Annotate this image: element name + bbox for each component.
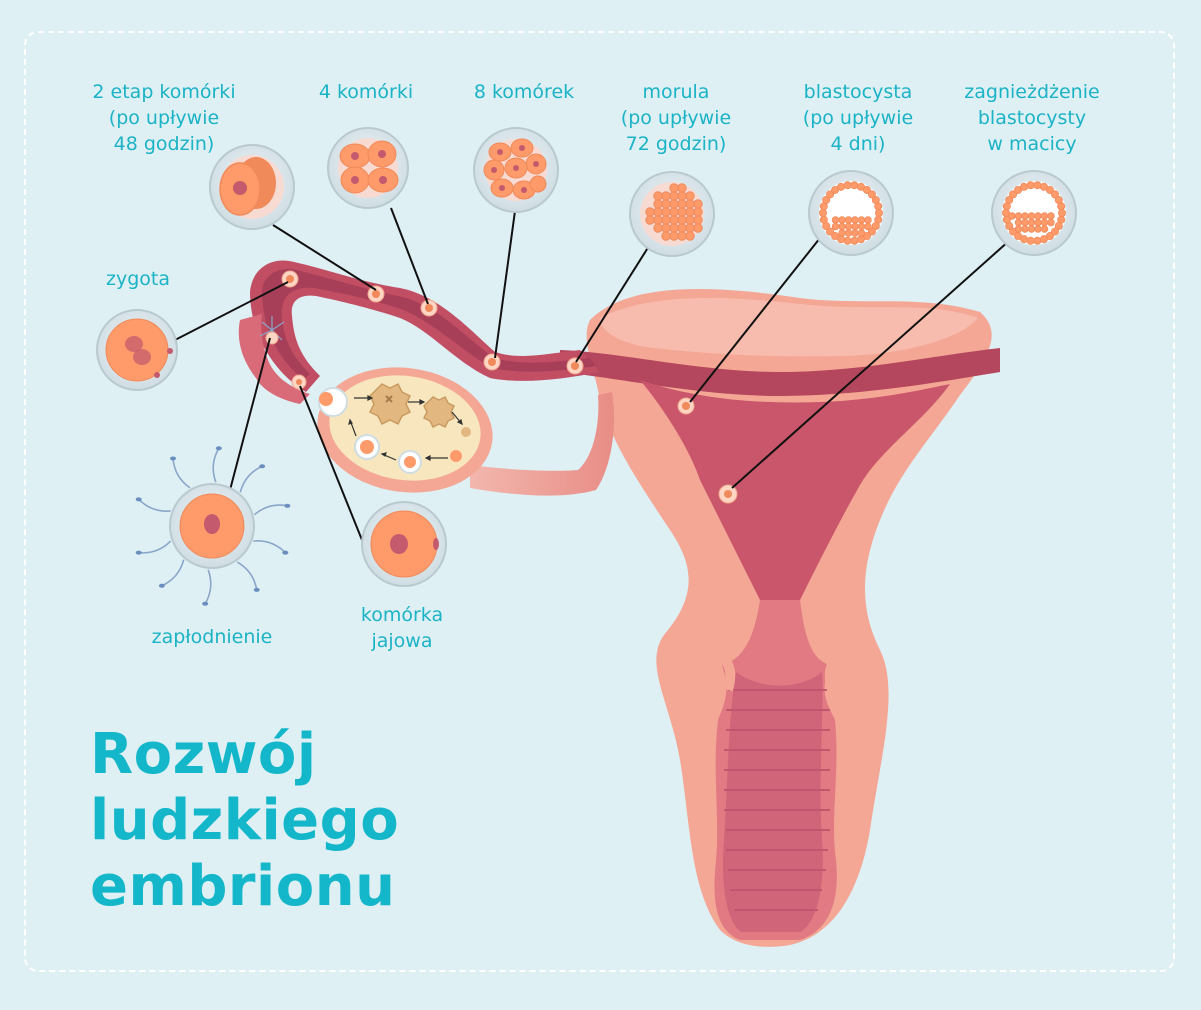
blastocyst-callout	[809, 171, 893, 255]
egg-cell-callout	[362, 502, 446, 586]
label-morula: morula (po upływie 72 godzin)	[596, 79, 756, 157]
zygote-callout	[97, 310, 177, 390]
eight-cell-callout	[474, 128, 558, 212]
implantation-callout	[992, 171, 1076, 255]
label-zygote: zygota	[88, 266, 188, 292]
page-title: Rozwój ludzkiego embrionu	[90, 722, 399, 920]
label-egg-cell: komórka jajowa	[346, 602, 458, 654]
label-fertilization: zapłodnienie	[130, 624, 294, 650]
label-eight-cell: 8 komórek	[454, 79, 594, 105]
morula-callout	[630, 172, 714, 256]
four-cell-callout	[328, 128, 408, 208]
label-four-cell: 4 komórki	[296, 79, 436, 105]
label-blastocyst: blastocysta (po upływie 4 dni)	[778, 79, 938, 157]
uterus	[560, 289, 1000, 947]
fertilization-callout	[136, 446, 291, 605]
label-implantation: zagnieżdżenie blastocysty w macicy	[944, 79, 1120, 157]
label-two-cell: 2 etap komórki (po upływie 48 godzin)	[74, 79, 254, 157]
two-cell-callout	[210, 145, 294, 229]
